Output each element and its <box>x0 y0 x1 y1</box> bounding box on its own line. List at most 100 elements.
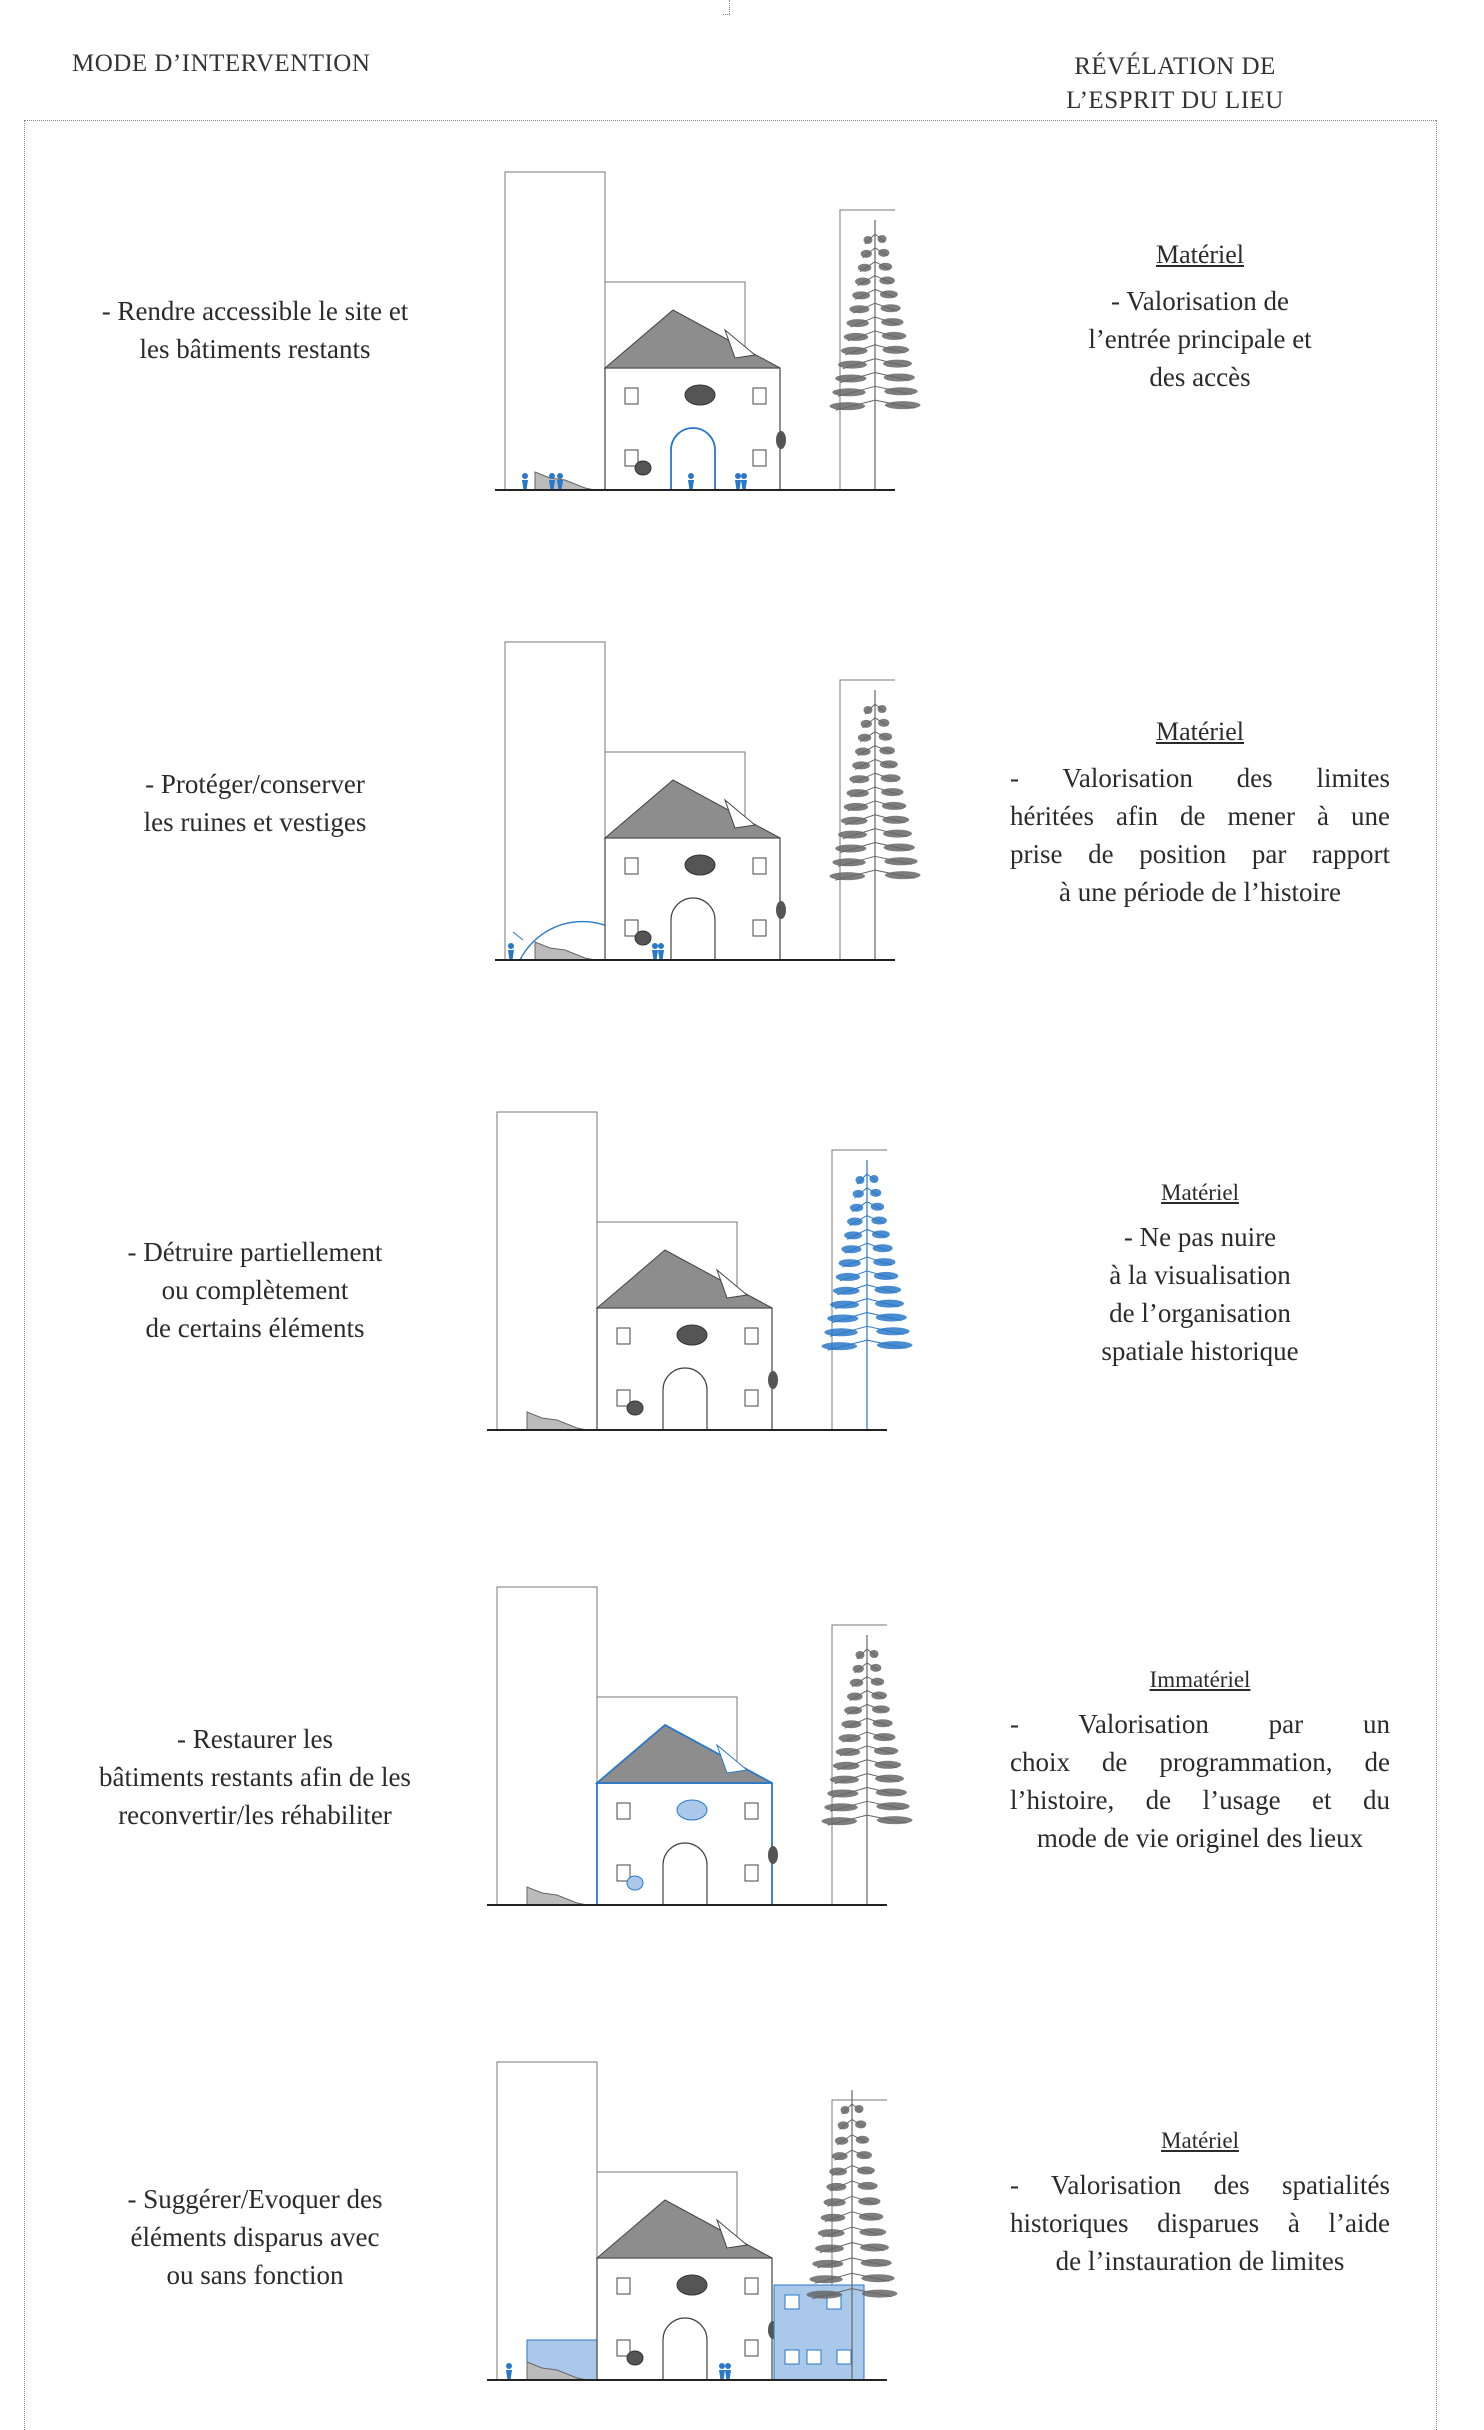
frame-left-rule <box>24 120 25 2430</box>
house-window <box>744 2339 759 2357</box>
tree-foliage <box>879 276 895 285</box>
tree-foliage <box>876 1327 910 1336</box>
tree-foliage <box>878 718 890 727</box>
tree-foliage <box>830 1300 859 1309</box>
tree-foliage <box>860 719 872 728</box>
tree-foliage <box>846 319 869 328</box>
tree-foliage <box>879 746 895 755</box>
wall-damage <box>768 1371 778 1389</box>
tree-foliage <box>829 402 866 411</box>
tree-foliage <box>873 1746 899 1755</box>
row-1-right-line-2: l’entrée principale et <box>1088 324 1312 354</box>
tree-foliage <box>843 332 869 341</box>
tree-foliage <box>838 1734 861 1743</box>
tree-foliage <box>843 802 869 811</box>
tree-foliage <box>858 2197 881 2206</box>
tree-foliage <box>873 1733 896 1742</box>
house-window <box>616 2339 631 2357</box>
row-4-left-line-1: - Restaurer les <box>177 1724 333 1754</box>
tree-foliage <box>871 1216 887 1225</box>
person-2-head <box>719 2363 725 2369</box>
tree-foliage <box>855 2120 867 2129</box>
wall-damage <box>626 2350 644 2366</box>
tree-foliage <box>875 1774 904 1783</box>
house-door <box>662 1367 708 1430</box>
house-roof <box>603 779 781 839</box>
addition-window <box>784 2294 800 2310</box>
row-1-revelation: Matériel - Valorisation de l’entrée prin… <box>1010 240 1390 396</box>
tree-foliage <box>857 2181 878 2190</box>
wall-damage <box>634 930 652 946</box>
row-5-left-line-3: ou sans fonction <box>166 2260 344 2290</box>
row-1-right-line-3: des accès <box>1149 362 1251 392</box>
row-5-description: - Valorisation des spatialités historiqu… <box>1010 2166 1390 2280</box>
house-door <box>662 2317 708 2380</box>
tree-foliage <box>881 788 904 797</box>
row-1-illustration <box>495 171 921 491</box>
house-window <box>752 857 767 875</box>
row-3-right-line-2: à la visualisation <box>1109 1260 1291 1290</box>
house-window <box>624 857 639 875</box>
row-4-left-line-3: reconvertir/les réhabiliter <box>118 1800 392 1830</box>
tree-foliage <box>856 2151 872 2160</box>
tree-foliage <box>870 1202 885 1211</box>
person-5-head <box>735 473 741 479</box>
person-1 <box>506 2363 512 2380</box>
ruin-rubble <box>534 941 596 961</box>
person-1-body <box>522 480 528 490</box>
house-door <box>670 897 716 960</box>
tree-foliage <box>820 2213 846 2222</box>
tree-foliage <box>840 2106 850 2114</box>
row-1-description: - Valorisation de l’entrée principale et… <box>1010 282 1390 396</box>
right-wall <box>839 679 895 960</box>
house-door <box>662 1842 708 1905</box>
tree-foliage <box>881 801 907 810</box>
row-5-right-line-3: de l’instauration de limites <box>1055 2246 1345 2276</box>
tree-foliage <box>827 1789 859 1798</box>
tree-foliage <box>860 2243 889 2252</box>
tree-foliage <box>830 1775 859 1784</box>
row-4-description: - Valorisation par un choix de programma… <box>1010 1705 1390 1857</box>
tree-foliage <box>849 1678 864 1687</box>
row-4-right-line-2: choix de programmation, de <box>1010 1747 1390 1777</box>
tree-foliage <box>874 1285 902 1294</box>
header-right-title: RÉVÉLATION DE L’ESPRIT DU LIEU <box>1010 50 1340 118</box>
row-2-left-line-1: - Protéger/conserver <box>145 769 365 799</box>
row-2-right-line-4: à une période de l’histoire <box>1059 877 1341 907</box>
tree-foliage <box>835 844 867 853</box>
tree-foliage <box>855 277 871 286</box>
tree-foliage <box>884 387 918 396</box>
tree-foliage <box>871 1705 890 1714</box>
frame-top-tick <box>729 0 730 14</box>
person-2-body <box>652 950 658 960</box>
tree-foliage <box>861 2289 898 2298</box>
row-2-illustration <box>495 641 921 961</box>
tree-foliage <box>838 360 867 369</box>
roof-damage <box>715 1743 749 1774</box>
tree-foliage <box>832 1286 860 1295</box>
tree-foliage <box>860 249 872 258</box>
addition-window <box>784 2349 800 2365</box>
house-door <box>670 427 716 490</box>
person-2-head <box>652 943 658 949</box>
tree-foliage <box>876 1802 910 1811</box>
row-3-revelation: Matériel - Ne pas nuire à la visualisati… <box>1010 1180 1390 1370</box>
person-3-body <box>658 950 664 960</box>
right-wall <box>831 1624 887 1905</box>
tree-foliage <box>869 1175 879 1183</box>
tree-foliage <box>884 401 921 410</box>
row-3-left-line-3: de certains éléments <box>145 1313 365 1343</box>
frame-top-tick-foot <box>723 14 730 15</box>
tree-foliage <box>871 1230 890 1239</box>
tree-foliage <box>870 1663 882 1672</box>
wall-damage <box>768 1846 778 1864</box>
tree-foliage <box>879 760 898 769</box>
row-2-right-line-1: - Valorisation des limites <box>1010 763 1390 793</box>
house-window <box>616 2277 631 2295</box>
tree-foliage <box>877 235 887 243</box>
tree-foliage <box>809 2275 843 2284</box>
wall-damage <box>684 384 716 406</box>
wall-damage <box>626 1875 644 1891</box>
row-4-left-line-2: bâtiments restants afin de les <box>99 1762 411 1792</box>
row-5-illustration <box>487 2061 898 2381</box>
